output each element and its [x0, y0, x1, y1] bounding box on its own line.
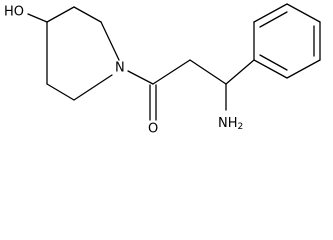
bond-n1-carbonyl — [127, 70, 154, 85]
bond-ph-6 — [253, 59, 288, 79]
amine-label-main: NH — [218, 116, 238, 131]
bond-c4-oh — [27, 13, 48, 23]
hydroxyl-label: HO — [4, 5, 24, 20]
nitrogen-label: N — [115, 61, 125, 76]
bond-n1-c6 — [73, 74, 113, 101]
bond-c6-c5 — [46, 83, 75, 101]
bond-ph-2 — [253, 3, 288, 23]
bond-ph-5 — [286, 59, 321, 79]
bond-ph-inner-1 — [259, 11, 288, 28]
bond-ph-3 — [286, 3, 321, 23]
amine-label: NH2 — [218, 116, 243, 133]
oxygen-label: O — [148, 122, 158, 137]
bond-c4-c3 — [46, 6, 75, 23]
bond-c3-c2 — [73, 6, 102, 23]
bond-c2-n1 — [100, 21, 120, 61]
bond-carbonyl-ch2 — [152, 59, 191, 85]
bond-ch2-ch — [189, 59, 227, 85]
bond-ph-inner-3 — [259, 54, 288, 71]
bond-ch-phenyl — [225, 59, 255, 85]
amine-label-subscript: 2 — [238, 122, 244, 132]
chemical-structure: HO N O NH2 — [4, 3, 321, 137]
